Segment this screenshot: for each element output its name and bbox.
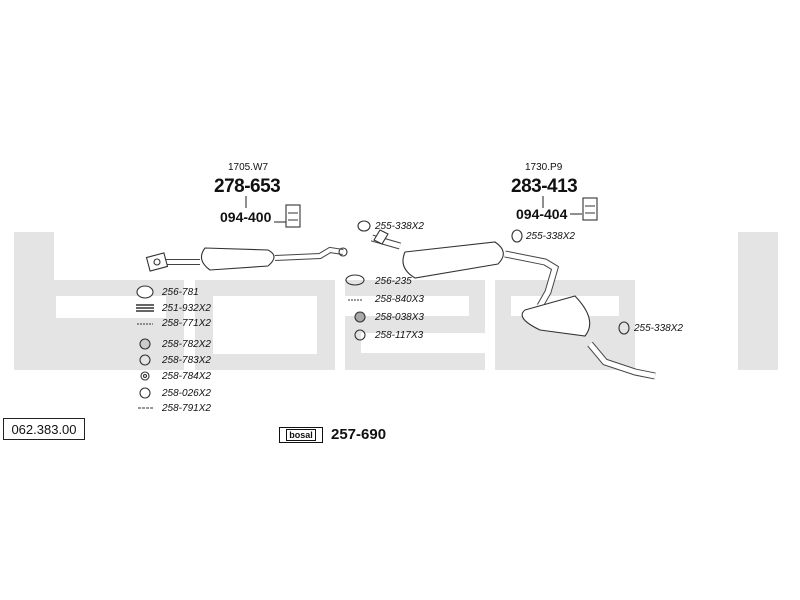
front-part-number: 278-653 [214,176,281,197]
left-part-label: 256-781 [162,287,199,298]
middle-part-label: 258-840X3 [375,294,424,305]
front-model-code: 1705.W7 [228,162,269,173]
rear-mount-number: 094-404 [516,206,568,222]
left-part-label: 258-771X2 [162,318,211,329]
bosal-kit-badge: bosal [279,427,323,443]
middle-part-label: 258-117X3 [375,330,424,341]
kit-number: 257-690 [331,426,387,443]
left-part-label: 251-932X2 [162,303,211,314]
badge-label: bosal [286,429,316,441]
rear-model-code: 1730.P9 [525,162,563,173]
reference-number: 062.383.00 [3,418,85,440]
left-part-label: 258-783X2 [162,355,211,366]
rear-clamp-top-label: 255-338X2 [526,231,575,242]
left-part-label: 258-782X2 [162,339,211,350]
rear-clamp-side-label: 255-338X2 [634,323,683,334]
middle-part-label: 258-038X3 [375,312,424,323]
front-mount-number: 094-400 [220,209,272,225]
left-part-label: 258-026X2 [162,388,211,399]
left-part-label: 258-791X2 [162,403,211,414]
middle-part-label: 255-338X2 [375,221,424,232]
middle-part-label: 256-235 [375,276,412,287]
left-part-label: 258-784X2 [162,371,211,382]
rear-part-number: 283-413 [511,176,578,197]
